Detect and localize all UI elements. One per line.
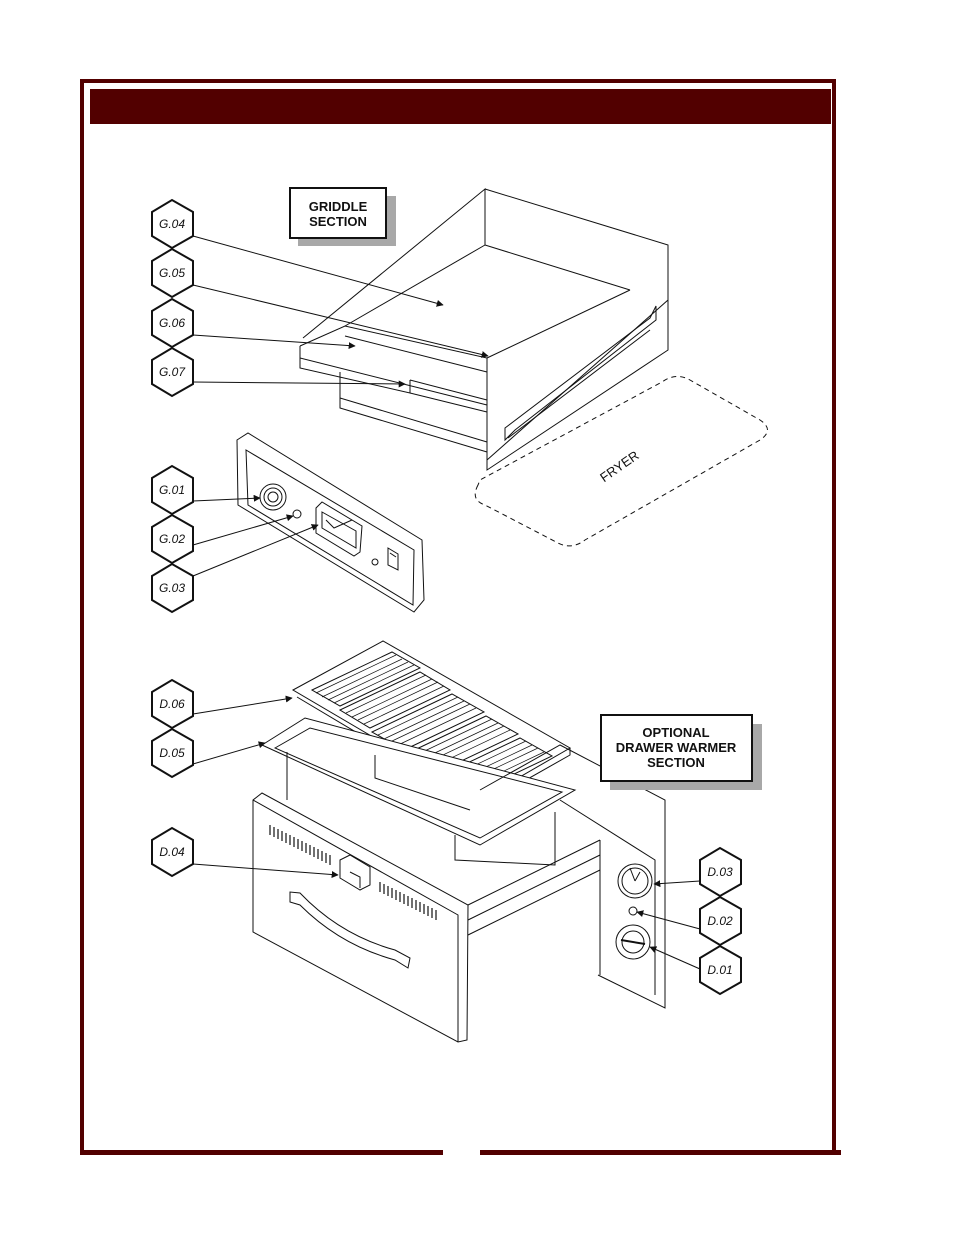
callout-g06: G.06 <box>152 299 193 347</box>
svg-text:SECTION: SECTION <box>647 755 705 770</box>
callout-g05: G.05 <box>152 249 193 297</box>
drawer-front <box>253 793 468 1042</box>
callout-d04: D.04 <box>152 828 193 876</box>
svg-text:D.05: D.05 <box>159 746 185 760</box>
svg-text:DRAWER WARMER: DRAWER WARMER <box>616 740 737 755</box>
callout-g03: G.03 <box>152 564 193 612</box>
svg-text:G.07: G.07 <box>159 365 186 379</box>
svg-text:D.06: D.06 <box>159 697 185 711</box>
griddle-control-panel <box>237 433 424 612</box>
svg-text:G.06: G.06 <box>159 316 185 330</box>
svg-text:G.02: G.02 <box>159 532 185 546</box>
svg-text:GRIDDLE: GRIDDLE <box>309 199 368 214</box>
svg-text:D.01: D.01 <box>707 963 732 977</box>
svg-text:G.01: G.01 <box>159 483 185 497</box>
callout-d05: D.05 <box>152 729 193 777</box>
callout-g02: G.02 <box>152 515 193 563</box>
callout-d03: D.03 <box>700 848 741 896</box>
callout-g07: G.07 <box>152 348 193 396</box>
svg-text:OPTIONAL: OPTIONAL <box>642 725 709 740</box>
svg-text:D.03: D.03 <box>707 865 733 879</box>
svg-text:G.04: G.04 <box>159 217 185 231</box>
svg-text:FRYER: FRYER <box>597 448 642 485</box>
svg-text:G.05: G.05 <box>159 266 185 280</box>
svg-text:D.02: D.02 <box>707 914 733 928</box>
callout-d01: D.01 <box>700 946 741 994</box>
callout-d06: D.06 <box>152 680 193 728</box>
svg-text:G.03: G.03 <box>159 581 185 595</box>
callout-g01: G.01 <box>152 466 193 514</box>
svg-text:D.04: D.04 <box>159 845 185 859</box>
callout-d02: D.02 <box>700 897 741 945</box>
svg-text:SECTION: SECTION <box>309 214 367 229</box>
drawer-section-label: OPTIONAL DRAWER WARMER SECTION <box>601 715 762 790</box>
griddle-section-label: GRIDDLE SECTION <box>290 188 396 246</box>
callout-g04: G.04 <box>152 200 193 248</box>
fryer-outline: FRYER <box>475 376 767 545</box>
